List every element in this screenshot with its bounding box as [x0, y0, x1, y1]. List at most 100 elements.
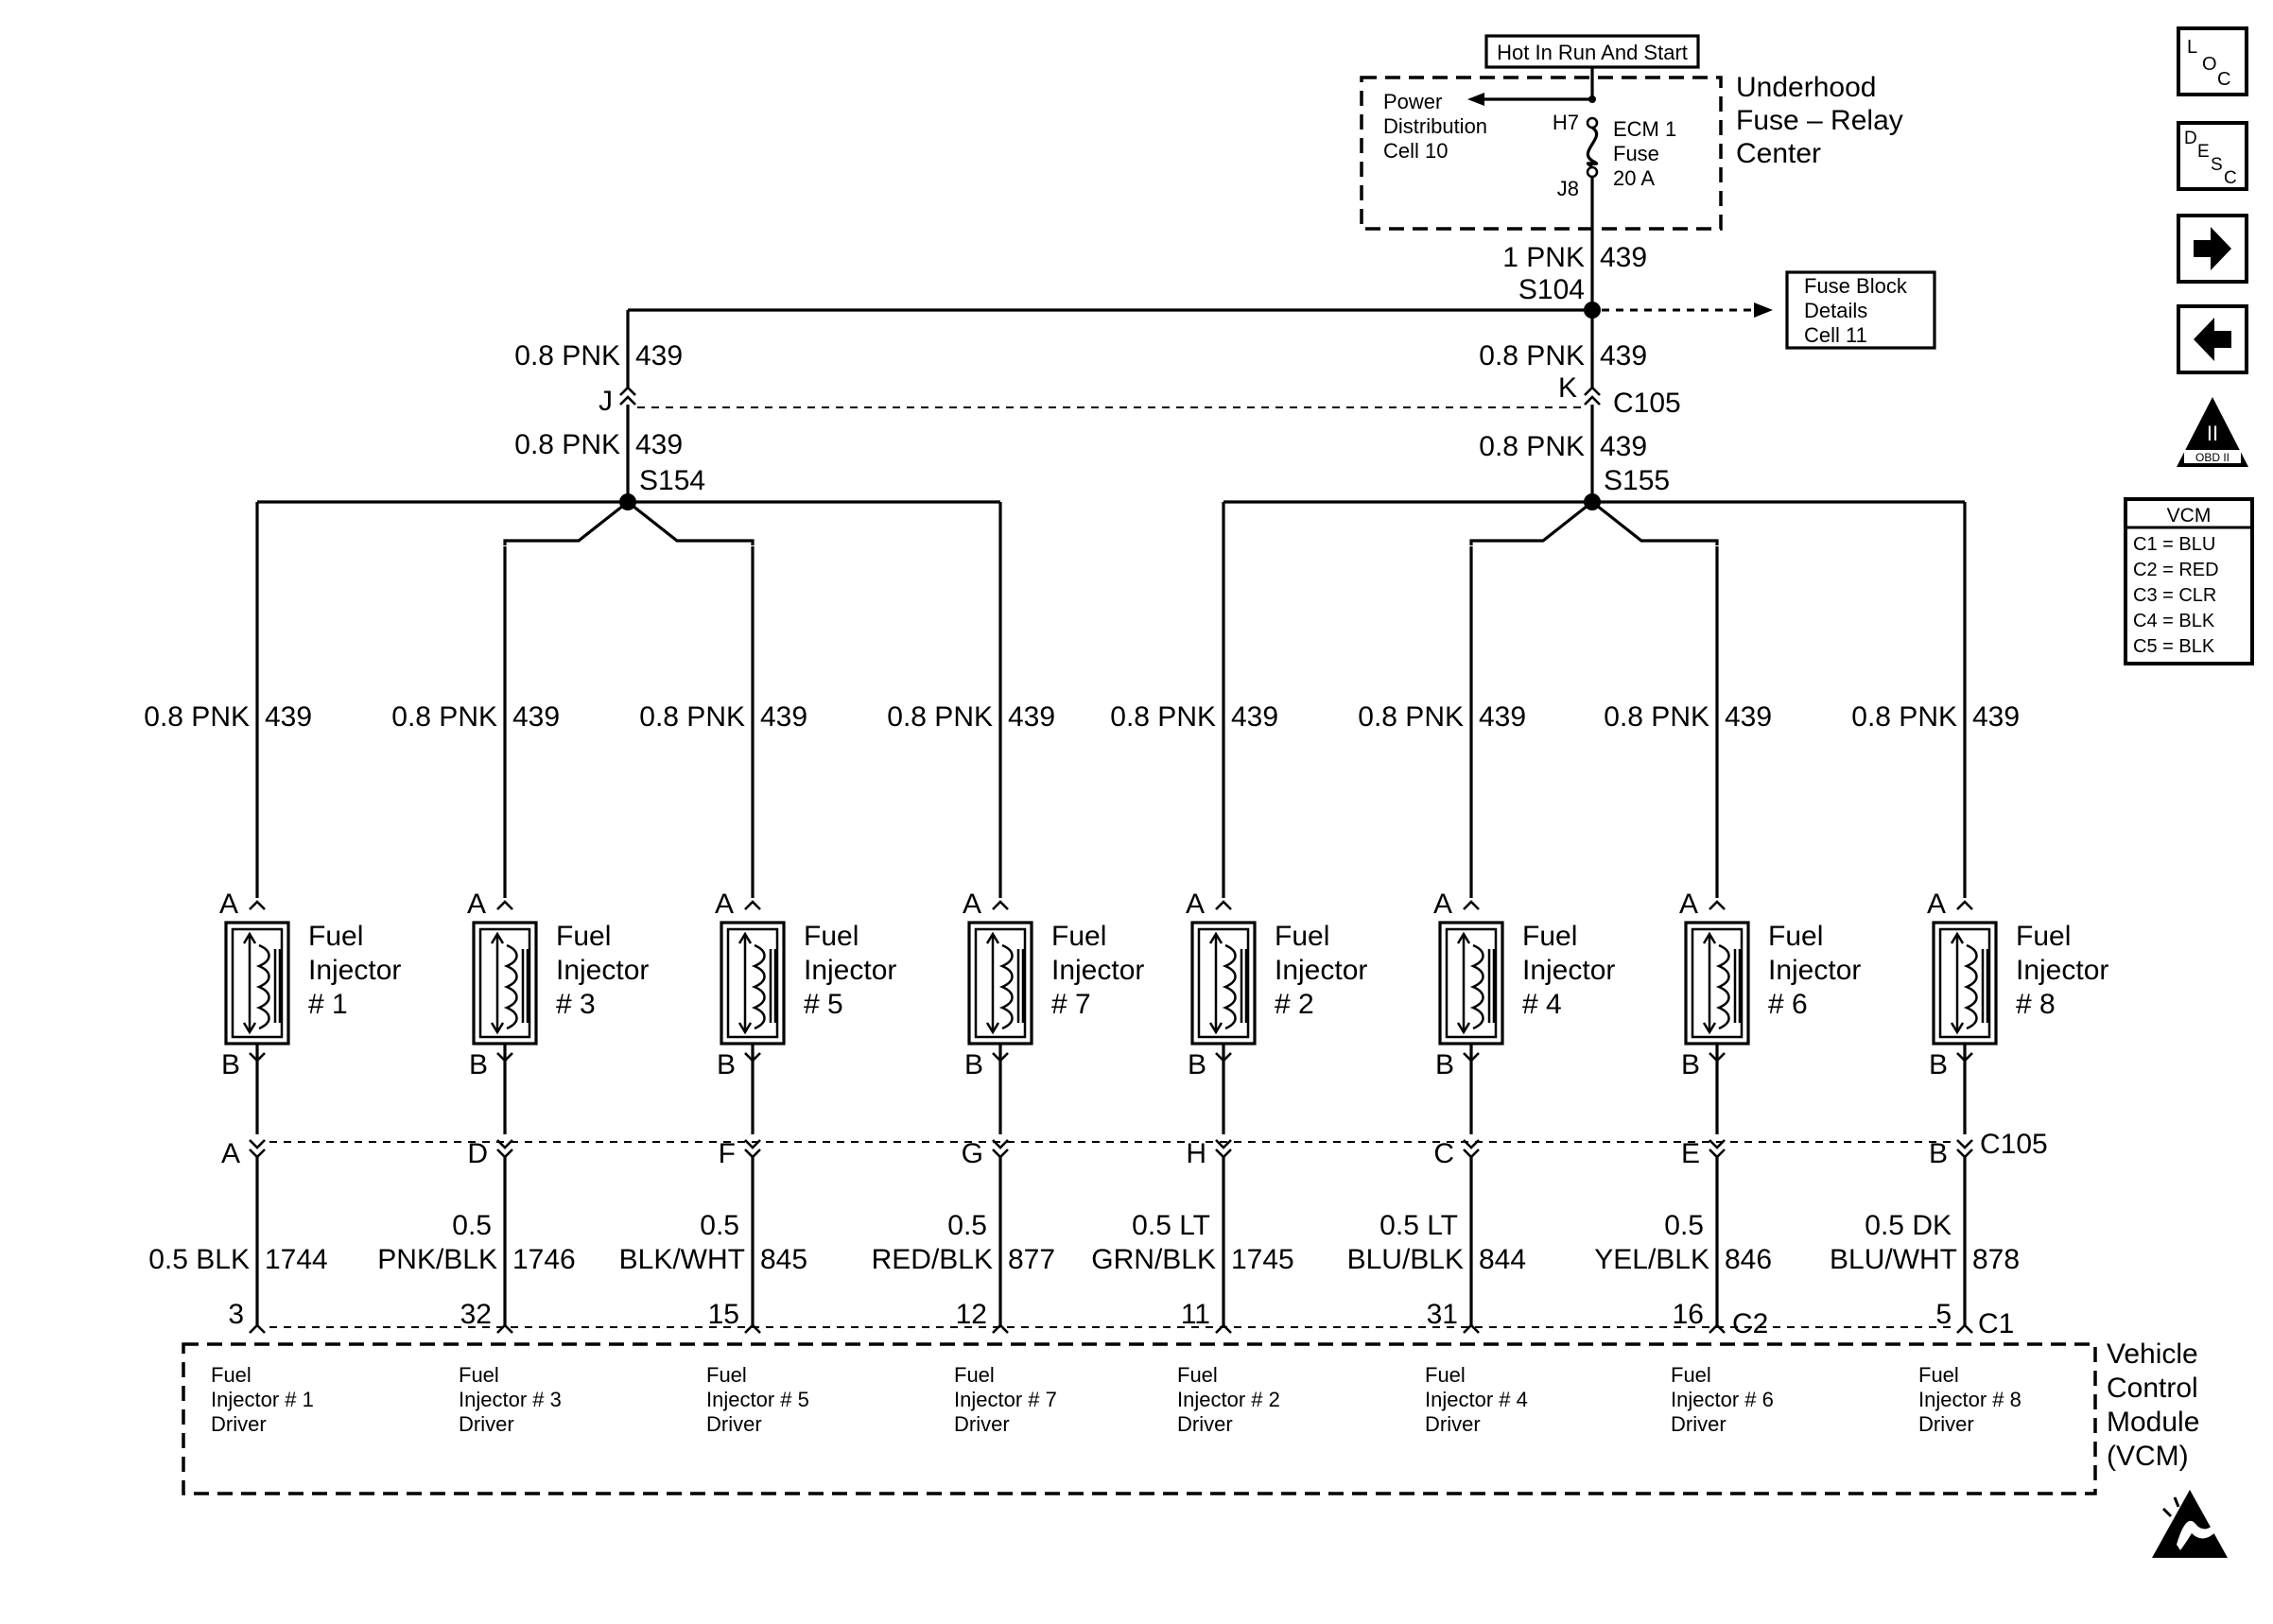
injector-pin-b: B: [964, 1049, 983, 1080]
injector-pin-b: B: [1929, 1049, 1948, 1080]
driver-label: Injector # 4: [1425, 1388, 1528, 1411]
out-wire-circuit: 1744: [265, 1244, 328, 1275]
out-wire-circuit: 844: [1479, 1244, 1526, 1275]
out-wire-gauge: BLU/BLK: [1347, 1244, 1464, 1275]
vcm-legend-row: C5 = BLK: [2133, 636, 2215, 657]
injector-label: Injector: [308, 955, 401, 986]
driver-label: Driver: [1671, 1412, 1726, 1436]
loc-button[interactable]: L O C: [2177, 26, 2248, 96]
vcm-legend-title: VCM: [2167, 505, 2212, 527]
driver-label: Fuel: [1425, 1363, 1466, 1387]
out-wire-gauge: GRN/BLK: [1091, 1244, 1216, 1275]
vcm-pin: 15: [708, 1299, 739, 1330]
c105-label-lower: C105: [1980, 1129, 2048, 1160]
right-lower-gauge: 0.8 PNK: [1479, 431, 1585, 462]
driver-label: Driver: [1918, 1412, 1974, 1436]
out-wire-gauge: RED/BLK: [872, 1244, 993, 1275]
vcm-pin: 32: [460, 1299, 492, 1330]
c105-pin: C: [1433, 1138, 1454, 1169]
feed-wire-circuit: 439: [1479, 701, 1526, 733]
injector-pin-b: B: [1188, 1049, 1206, 1080]
power-dist-3: Cell 10: [1383, 139, 1448, 163]
loc-o: O: [2202, 54, 2217, 75]
power-dist-1: Power: [1383, 90, 1442, 113]
prev-arrow-button[interactable]: [2177, 304, 2248, 374]
vcm-module-label-2: Control: [2107, 1373, 2198, 1404]
driver-label: Fuel: [706, 1363, 747, 1387]
next-arrow-button[interactable]: [2177, 214, 2248, 284]
injector-pin-a: A: [1927, 889, 1946, 920]
injector-pin-b: B: [1681, 1049, 1700, 1080]
injector-pin-a: A: [467, 889, 486, 920]
injector-label: Injector: [1275, 955, 1367, 986]
injector-label: Injector: [1051, 955, 1144, 986]
obd-label: OBD II: [2195, 451, 2230, 464]
c105-label-upper: C105: [1613, 388, 1681, 419]
fuse-center-label-1: Underhood: [1736, 72, 1876, 103]
feed-wire-gauge: 0.8 PNK: [1358, 701, 1464, 733]
vcm-pin: 31: [1427, 1299, 1458, 1330]
fuse-center-outline: [1360, 76, 1723, 231]
obd-ii-button[interactable]: II OBD II: [2177, 397, 2248, 467]
driver-label: Fuel: [211, 1363, 252, 1387]
left-upper-gauge: 0.8 PNK: [514, 340, 620, 371]
main-wire-circuit: 439: [1600, 242, 1647, 273]
esd-warning-icon: [2152, 1490, 2228, 1558]
injector-pin-b: B: [1435, 1049, 1454, 1080]
left-lower-circuit: 439: [635, 429, 683, 460]
vcm-module-label-3: Module: [2107, 1407, 2199, 1438]
desc-c: C: [2224, 168, 2237, 188]
desc-d: D: [2184, 129, 2197, 148]
driver-label: Fuel: [1177, 1363, 1218, 1387]
coil-icon: [751, 943, 766, 1030]
injector-label: # 2: [1275, 989, 1314, 1020]
vcm-module-outline: [182, 1342, 2097, 1495]
c105-pin: E: [1681, 1138, 1700, 1169]
feed-wire-gauge: 0.8 PNK: [1851, 701, 1957, 733]
injector-label: Fuel: [2016, 921, 2071, 952]
vcm-connector-legend: VCM C1 = BLU C2 = RED C3 = CLR C4 = BLK …: [2124, 497, 2254, 665]
injector-label: Injector: [2016, 955, 2108, 986]
driver-label: Driver: [1177, 1412, 1233, 1436]
out-wire-gauge-line1: 0.5 LT: [1132, 1210, 1210, 1241]
out-wire-gauge: BLU/WHT: [1830, 1244, 1957, 1275]
obd-roman: II: [2207, 422, 2218, 445]
injector-label: # 1: [308, 989, 348, 1020]
feed-wire-circuit: 439: [760, 701, 807, 733]
driver-label: Fuel: [1918, 1363, 1959, 1387]
c105-upper: 0.8 PNK 439 J 0.8 PNK 439 S154 0.8 PNK 4…: [514, 340, 1681, 501]
vcm-module-label-1: Vehicle: [2107, 1339, 2198, 1370]
feed-wire-circuit: 439: [1725, 701, 1772, 733]
injector-pin-a: A: [1433, 889, 1452, 920]
driver-label: Driver: [211, 1412, 267, 1436]
splice-s155: S155: [1604, 465, 1670, 496]
out-wire-gauge-line1: 0.5: [452, 1210, 492, 1241]
fuse-block-details-3: Cell 11: [1804, 323, 1867, 347]
injector-pin-a: A: [963, 889, 981, 920]
feed-wire-gauge: 0.8 PNK: [1604, 701, 1709, 733]
injector-label: Fuel: [1522, 921, 1577, 952]
out-wire-gauge-line1: 0.5: [947, 1210, 987, 1241]
feed-wire-circuit: 439: [1008, 701, 1055, 733]
fuse-block-details-box[interactable]: [1785, 270, 1936, 350]
driver-label: Driver: [459, 1412, 514, 1436]
injector-pin-a: A: [219, 889, 238, 920]
out-wire-circuit: 1746: [512, 1244, 576, 1275]
desc-button[interactable]: D E S C: [2177, 121, 2248, 191]
out-wire-gauge: BLK/WHT: [619, 1244, 745, 1275]
c2-label: C2: [1732, 1308, 1768, 1339]
driver-label: Injector # 8: [1918, 1388, 2021, 1411]
injector-pin-b: B: [717, 1049, 736, 1080]
fuse-block-details-1: Fuse Block: [1804, 274, 1908, 298]
injector-body: [472, 921, 538, 1045]
feed-wire-gauge: 0.8 PNK: [391, 701, 497, 733]
out-wire-circuit: 877: [1008, 1244, 1055, 1275]
injector-body: [967, 921, 1033, 1045]
driver-label: Driver: [1425, 1412, 1481, 1436]
driver-label: Fuel: [1671, 1363, 1711, 1387]
injector-label: Fuel: [1768, 921, 1823, 952]
feed-wire-circuit: 439: [265, 701, 312, 733]
out-wire-circuit: 846: [1725, 1244, 1772, 1275]
